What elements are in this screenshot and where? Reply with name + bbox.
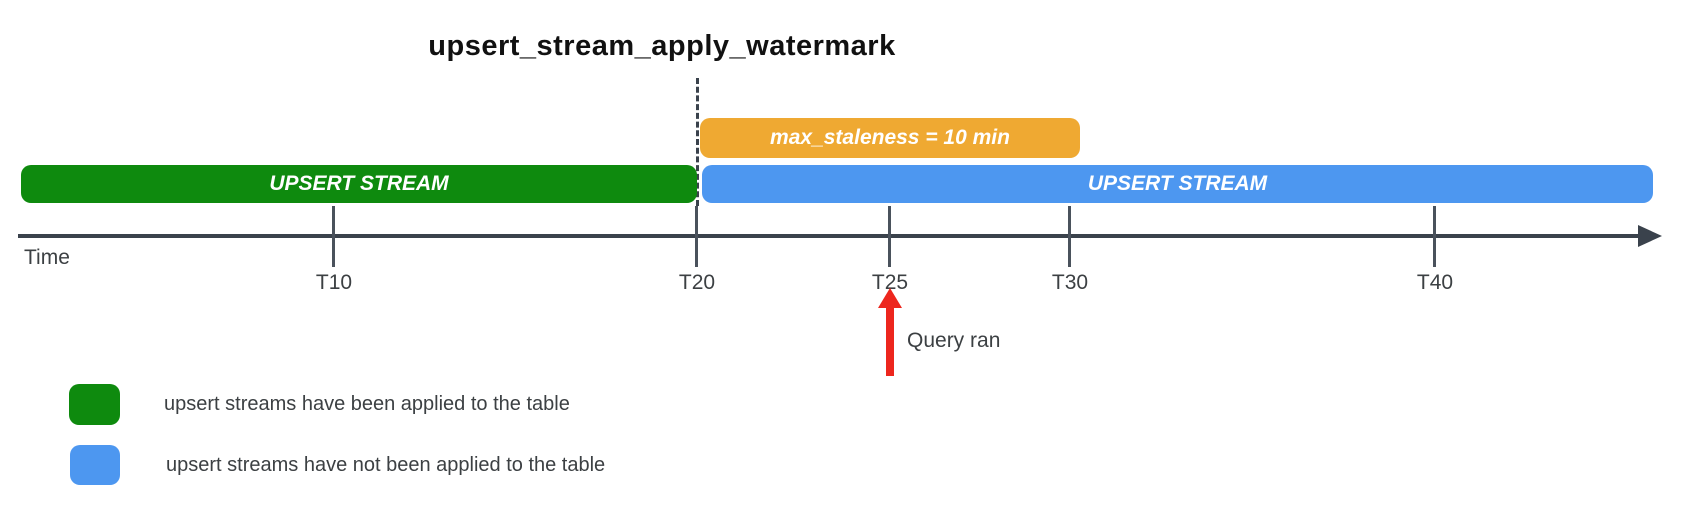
tick-t40 xyxy=(1433,206,1436,267)
query-ran-arrow-shaft xyxy=(886,306,894,376)
tick-t25 xyxy=(888,206,891,267)
tick-t30 xyxy=(1068,206,1071,267)
unapplied-upsert-stream-bar-label: UPSERT STREAM xyxy=(1087,172,1268,195)
applied-upsert-stream-bar: UPSERT STREAM xyxy=(21,165,697,203)
tick-t10 xyxy=(332,206,335,267)
applied-upsert-stream-bar-label: UPSERT STREAM xyxy=(269,172,449,195)
timeline-axis xyxy=(18,234,1642,238)
legend-swatch-blue xyxy=(70,445,120,485)
legend-item-applied: upsert streams have been applied to the … xyxy=(69,384,570,425)
diagram-title: upsert_stream_apply_watermark xyxy=(428,30,896,62)
tick-t20 xyxy=(695,206,698,267)
tick-label-t30: T30 xyxy=(1051,271,1089,294)
timeline-arrowhead-icon xyxy=(1638,225,1662,247)
timeline-axis-label: Time xyxy=(24,246,70,269)
tick-label-t10: T10 xyxy=(315,271,353,294)
legend-swatch-green xyxy=(69,384,120,425)
query-ran-arrow-icon xyxy=(878,288,902,308)
watermark-dashed-line xyxy=(696,78,699,206)
query-ran-label: Query ran xyxy=(907,329,1001,352)
legend-label-applied: upsert streams have been applied to the … xyxy=(164,393,570,415)
max-staleness-bar: max_staleness = 10 min xyxy=(700,118,1080,158)
tick-label-t20: T20 xyxy=(678,271,716,294)
unapplied-upsert-stream-bar: UPSERT STREAM xyxy=(702,165,1653,203)
tick-label-t40: T40 xyxy=(1416,271,1454,294)
legend-item-unapplied: upsert streams have not been applied to … xyxy=(70,445,605,485)
max-staleness-bar-label: max_staleness = 10 min xyxy=(770,126,1010,149)
legend-label-unapplied: upsert streams have not been applied to … xyxy=(166,453,606,476)
